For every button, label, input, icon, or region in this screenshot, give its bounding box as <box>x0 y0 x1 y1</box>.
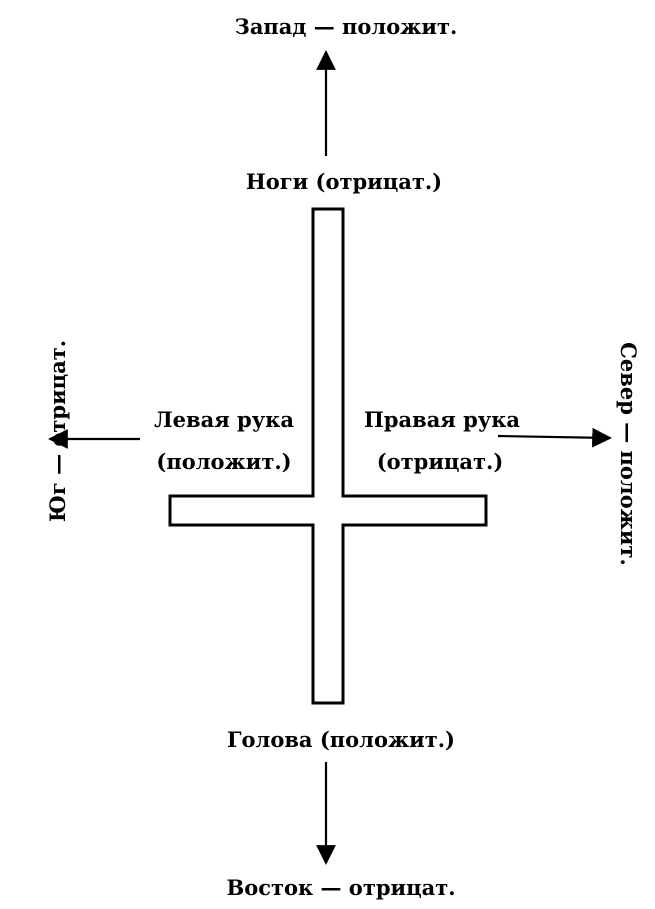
label-north: Север — положит. <box>616 342 641 566</box>
label-east: Восток — отрицат. <box>226 875 456 900</box>
label-head: Голова (положит.) <box>227 727 455 752</box>
label-left-hand-line1: Левая рука <box>154 407 294 432</box>
label-right-hand-line2: (отрицат.) <box>376 449 504 474</box>
label-legs: Ноги (отрицат.) <box>245 169 443 194</box>
cross-outline <box>168 207 488 705</box>
arrow-right-north <box>497 427 612 448</box>
label-south: Юг — отрицат. <box>45 339 70 523</box>
label-left-hand-line2: (положит.) <box>156 449 292 474</box>
label-west: Запад — положит. <box>234 14 458 39</box>
label-right-hand-line1: Правая рука <box>363 407 521 432</box>
